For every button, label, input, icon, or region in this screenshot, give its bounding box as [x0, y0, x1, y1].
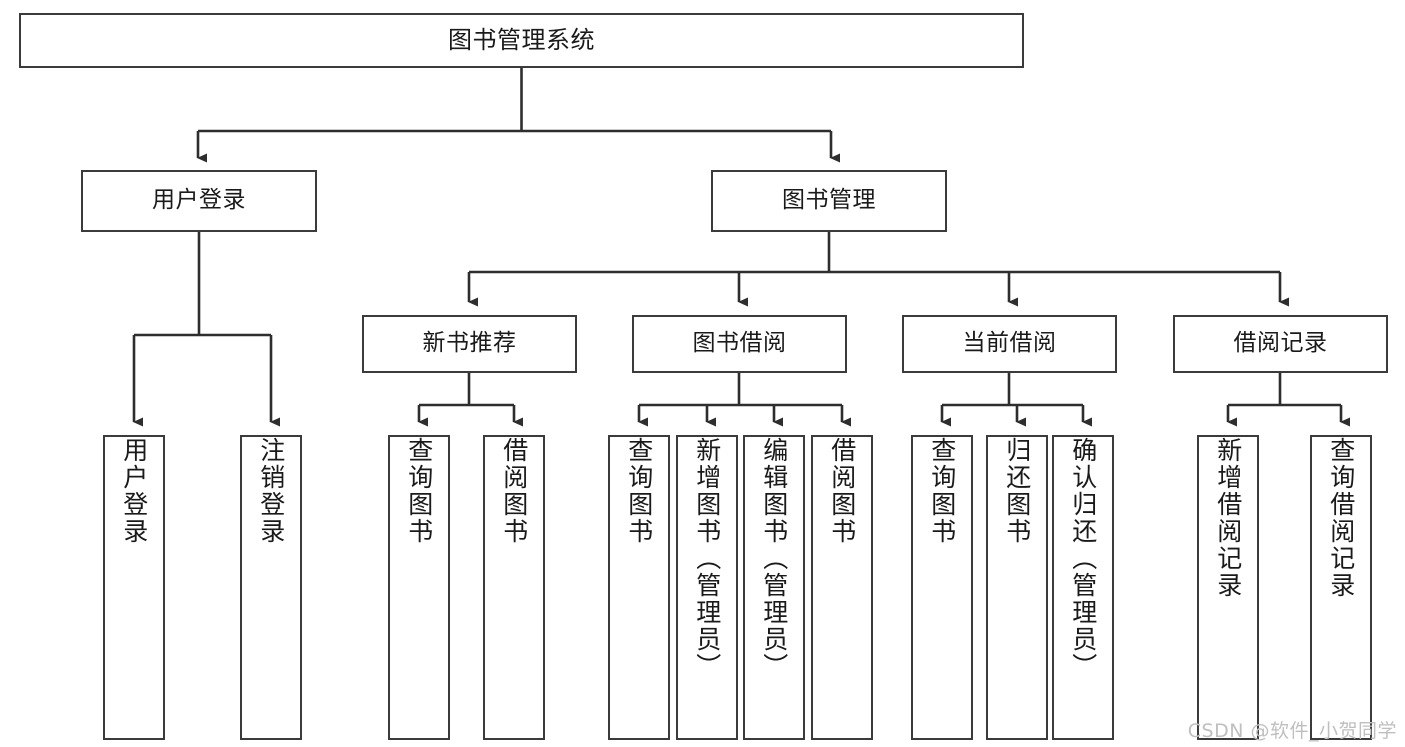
node-leaf-bb-add-book[interactable]: 新增图书（管理员）: [676, 435, 738, 740]
node-label: 查询图书: [927, 437, 957, 545]
node-root[interactable]: 图书管理系统: [19, 13, 1024, 68]
node-book-manage[interactable]: 图书管理: [711, 170, 947, 232]
node-leaf-user-logout[interactable]: 注销登录: [240, 435, 302, 740]
node-label: 用户登录: [119, 437, 149, 545]
node-label: 借阅图书: [499, 437, 529, 545]
node-label: 当前借阅: [962, 330, 1057, 357]
node-leaf-bb-query-book[interactable]: 查询图书: [608, 435, 670, 740]
node-leaf-cb-confirm-return[interactable]: 确认归还（管理员）: [1052, 435, 1114, 740]
node-label: 查询图书: [624, 437, 654, 545]
node-leaf-cb-query-book[interactable]: 查询图书: [911, 435, 973, 740]
node-label: 查询借阅记录: [1326, 437, 1356, 599]
node-new-book-rec[interactable]: 新书推荐: [362, 315, 577, 373]
node-leaf-br-add-record[interactable]: 新增借阅记录: [1197, 435, 1259, 740]
node-label: 确认归还（管理员）: [1068, 437, 1098, 680]
node-borrow-record[interactable]: 借阅记录: [1173, 315, 1388, 373]
node-label: 图书管理系统: [448, 26, 595, 55]
node-label: 新增图书（管理员）: [692, 437, 722, 680]
node-leaf-br-query-record[interactable]: 查询借阅记录: [1310, 435, 1372, 740]
node-label: 归还图书: [1002, 437, 1032, 545]
node-label: 借阅记录: [1233, 330, 1328, 357]
csdn-watermark: CSDN @软件_小贺同学: [1187, 720, 1397, 742]
node-label: 新增借阅记录: [1213, 437, 1243, 599]
node-label: 用户登录: [152, 187, 246, 214]
node-user-login[interactable]: 用户登录: [81, 170, 317, 232]
node-leaf-user-login[interactable]: 用户登录: [103, 435, 165, 740]
node-label: 新书推荐: [422, 330, 517, 357]
node-label: 注销登录: [256, 437, 286, 545]
node-leaf-rec-borrow-book[interactable]: 借阅图书: [483, 435, 545, 740]
node-book-borrow[interactable]: 图书借阅: [632, 315, 847, 373]
node-leaf-rec-query-book[interactable]: 查询图书: [388, 435, 450, 740]
node-label: 查询图书: [404, 437, 434, 545]
node-label: 图书管理: [782, 187, 876, 214]
node-label: 编辑图书（管理员）: [759, 437, 789, 680]
node-label: 图书借阅: [692, 330, 787, 357]
node-current-borrow[interactable]: 当前借阅: [902, 315, 1117, 373]
node-leaf-cb-return-book[interactable]: 归还图书: [986, 435, 1048, 740]
node-label: 借阅图书: [827, 437, 857, 545]
node-leaf-bb-edit-book[interactable]: 编辑图书（管理员）: [743, 435, 805, 740]
node-leaf-bb-borrow-book[interactable]: 借阅图书: [811, 435, 873, 740]
